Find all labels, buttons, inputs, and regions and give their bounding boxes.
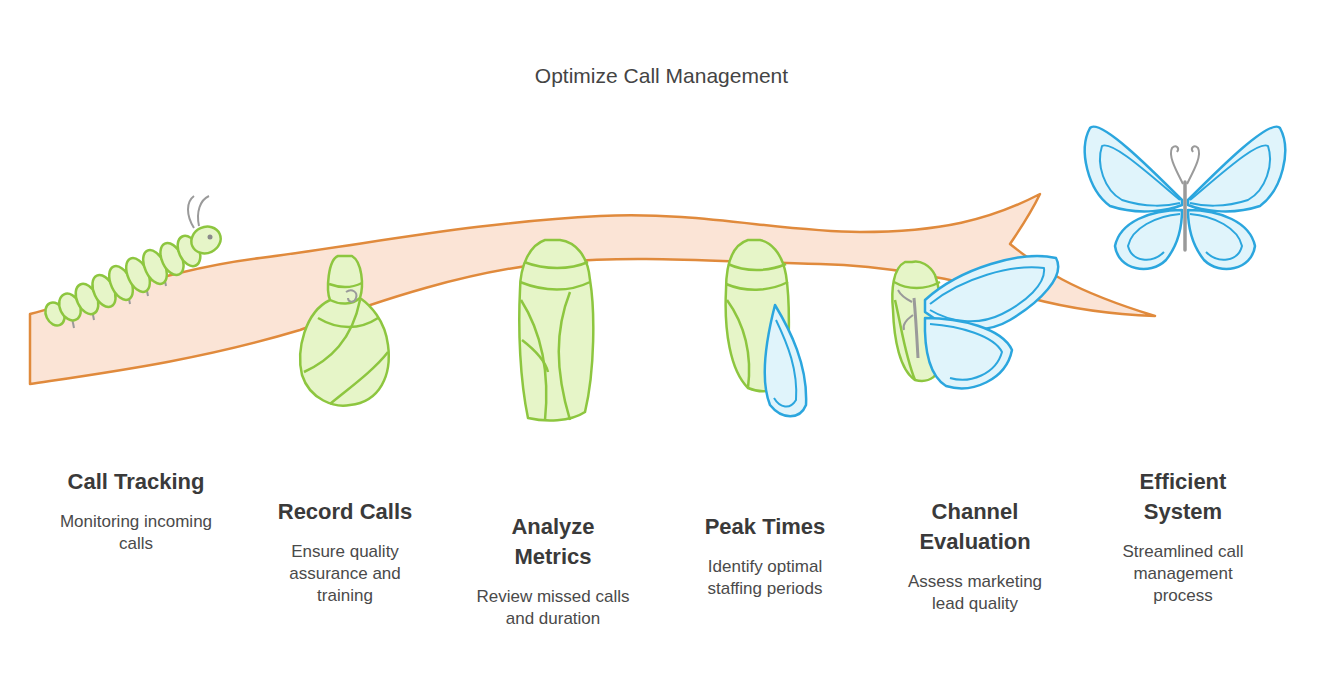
- butterfly-body: [1183, 182, 1187, 250]
- chrysalis-line: [727, 300, 749, 388]
- antenna: [898, 290, 912, 302]
- chrysalis-line: [524, 262, 588, 268]
- chrysalis-line: [894, 282, 940, 288]
- wing-line: [1100, 145, 1180, 205]
- chrysalis-shell: [300, 256, 389, 406]
- stage-node: Channel EvaluationAssess marketing lead …: [893, 497, 1058, 615]
- diagram-title: Optimize Call Management: [0, 62, 1323, 90]
- stage-heading: Channel Evaluation: [900, 497, 1050, 557]
- chrysalis-line: [728, 264, 786, 270]
- butterfly: [1085, 127, 1285, 269]
- chrysalis: [892, 256, 1058, 388]
- stage-description: Ensure quality assurance and training: [278, 541, 413, 607]
- chrysalis-line: [304, 300, 360, 372]
- stage-description: Review missed calls and duration: [468, 586, 638, 630]
- chrysalis-line: [329, 283, 362, 287]
- chrysalis: [519, 240, 593, 420]
- stage-description: Streamlined call management process: [1113, 541, 1253, 607]
- wing: [1188, 210, 1255, 269]
- stage-heading: Efficient System: [1118, 467, 1248, 527]
- stage-description: Monitoring incoming calls: [46, 511, 226, 555]
- antenna: [198, 196, 209, 226]
- stage-node: Efficient SystemStreamlined call managem…: [1113, 467, 1253, 607]
- stage-description: Assess marketing lead quality: [893, 571, 1058, 615]
- hook: [346, 290, 356, 301]
- wing-line: [1190, 145, 1270, 205]
- right-wings: [1188, 127, 1285, 269]
- stage-node: Peak TimesIdentify optimal staffing peri…: [675, 512, 855, 600]
- stage-description: Identify optimal staffing periods: [690, 556, 840, 600]
- stage-node: Analyze MetricsReview missed calls and d…: [468, 512, 638, 630]
- chrysalis: [300, 256, 389, 406]
- wing: [1085, 127, 1182, 212]
- chrysalis: [726, 240, 807, 416]
- stage-node: Record CallsEnsure quality assurance and…: [255, 497, 435, 607]
- antenna: [188, 196, 194, 228]
- stage-heading: Call Tracking: [36, 467, 236, 497]
- wing: [1115, 210, 1182, 269]
- chrysalis-line: [895, 300, 915, 380]
- antenna: [1187, 146, 1199, 184]
- left-wings: [1085, 127, 1182, 269]
- wing: [765, 305, 806, 416]
- wing-line: [774, 320, 796, 407]
- stage-heading: Peak Times: [675, 512, 855, 542]
- chrysalis-line: [520, 282, 590, 290]
- antenna: [1171, 146, 1183, 184]
- wing: [925, 318, 1012, 388]
- stage-heading: Record Calls: [255, 497, 435, 527]
- wing-line: [1190, 214, 1242, 260]
- eye: [208, 235, 213, 240]
- butterfly-body: [914, 298, 918, 358]
- chrysalis-line: [559, 292, 570, 420]
- caterpillar: [42, 196, 225, 329]
- stage-node: Call TrackingMonitoring incoming calls: [36, 467, 236, 555]
- wing-line: [930, 324, 1002, 380]
- leg: [903, 315, 913, 330]
- chrysalis-line: [330, 352, 388, 404]
- wing-line: [930, 267, 1044, 321]
- chrysalis-line: [522, 340, 548, 372]
- chrysalis-line: [318, 318, 378, 327]
- wing-line: [1128, 214, 1180, 260]
- wing: [1188, 127, 1285, 212]
- stage-heading: Analyze Metrics: [483, 512, 623, 572]
- chrysalis-line: [726, 282, 788, 290]
- chrysalis-shell: [519, 240, 593, 420]
